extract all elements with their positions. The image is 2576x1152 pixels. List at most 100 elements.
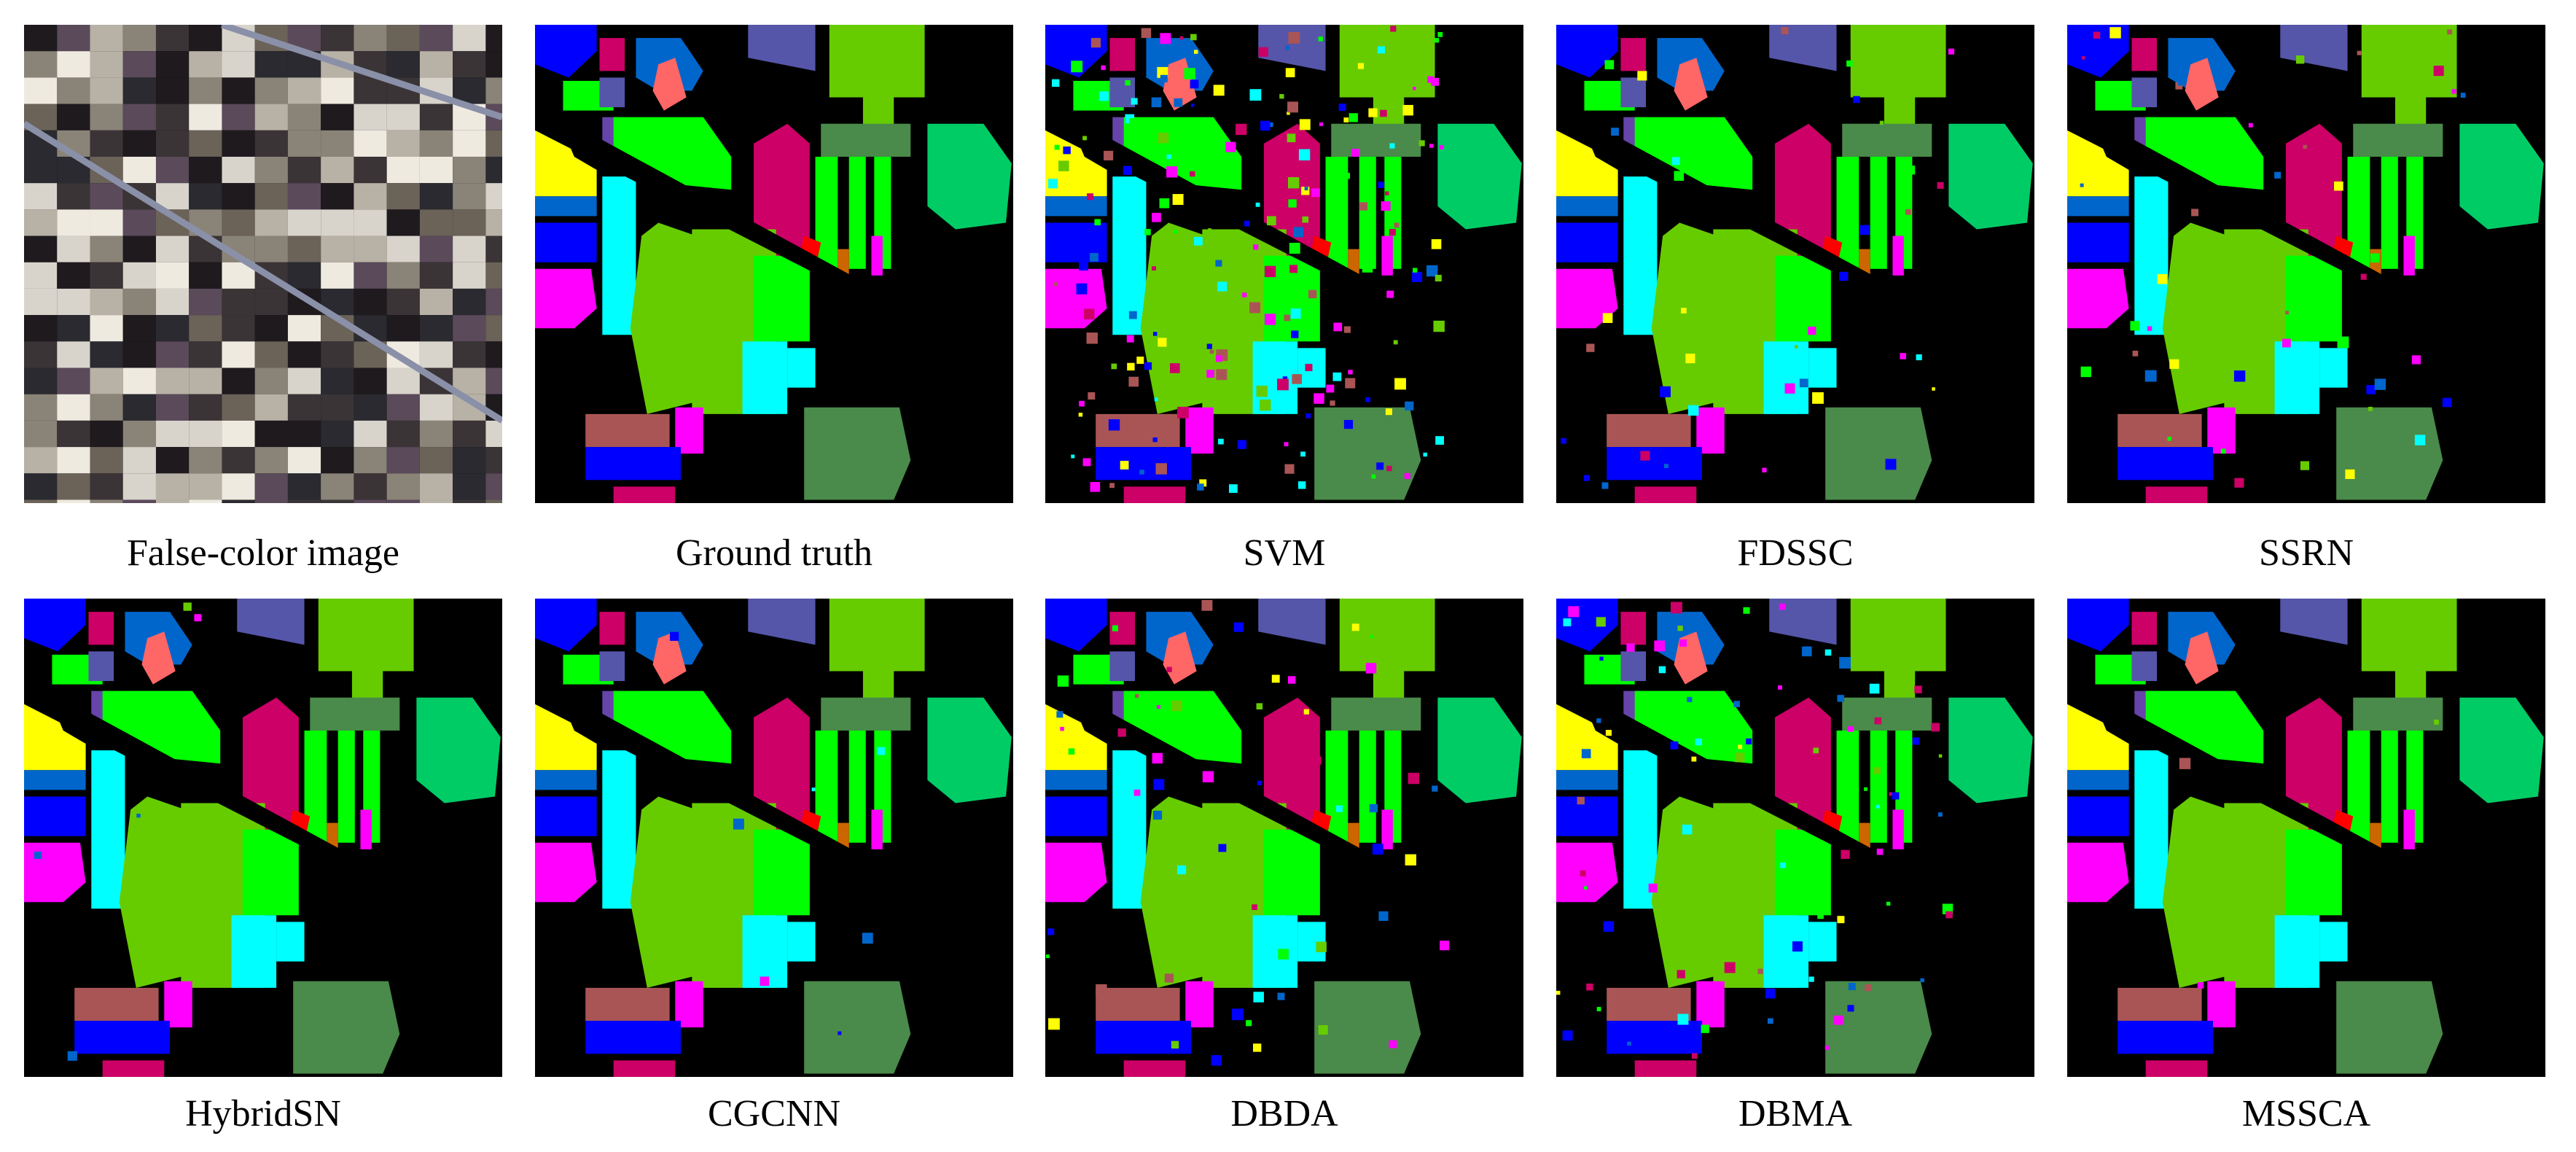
noise-pixel [1060, 726, 1064, 731]
field-sea-green [416, 697, 501, 803]
noise-pixel [1155, 463, 1167, 475]
image-patch [419, 130, 453, 157]
field-yellow-green [1373, 628, 1405, 701]
image-patch [419, 394, 453, 421]
dbma-caption: DBMA [1738, 1093, 1853, 1135]
noise-pixel [1426, 610, 1434, 618]
noise-pixel [1779, 603, 1786, 610]
image-patch [485, 236, 502, 262]
noise-pixel [1371, 474, 1376, 479]
noise-pixel [1308, 289, 1317, 299]
field-orange [1348, 249, 1359, 276]
image-patch [90, 447, 123, 474]
noise-pixel [2274, 171, 2282, 179]
image-patch [189, 315, 222, 342]
field-cyan [1808, 922, 1837, 962]
image-patch [254, 473, 288, 500]
image-patch [90, 104, 123, 131]
noise-pixel [1365, 663, 1377, 674]
image-patch [321, 394, 354, 421]
noise-pixel [1151, 97, 1162, 108]
image-patch [155, 341, 190, 368]
ssrn-caption: SSRN [2258, 532, 2354, 574]
noise-pixel [1194, 50, 1198, 54]
noise-pixel [1120, 461, 1129, 470]
noise-pixel [1164, 973, 1174, 983]
image-patch [122, 341, 156, 368]
noise-pixel [2179, 758, 2191, 769]
svm-map-panel [1045, 25, 1523, 503]
noise-pixel [1603, 921, 1615, 932]
image-patch [419, 447, 453, 474]
image-patch [57, 473, 90, 500]
image-patch [122, 420, 156, 448]
image-patch [57, 209, 90, 236]
noise-pixel [1343, 326, 1351, 333]
noise-pixel [2169, 359, 2179, 369]
noise-pixel [2414, 435, 2426, 445]
noise-pixel [1889, 792, 1893, 796]
noise-pixel [2233, 370, 2246, 382]
field-crimson [613, 486, 676, 503]
field-yellow-green [2394, 54, 2427, 128]
image-patch [321, 25, 354, 52]
noise-pixel [1305, 364, 1313, 372]
field-fern-green [310, 697, 400, 731]
image-patch [321, 236, 354, 262]
field-slate-blue [1258, 25, 1326, 71]
image-patch [419, 25, 453, 52]
noise-pixel [1305, 413, 1311, 419]
field-crimson [1634, 1060, 1697, 1077]
noise-pixel [1865, 984, 1872, 992]
noise-pixel [1217, 281, 1227, 292]
image-patch [24, 77, 58, 104]
field-salmon [652, 58, 687, 111]
image-patch [419, 341, 453, 368]
noise-pixel [1596, 718, 1601, 723]
field-lime [2381, 730, 2398, 843]
noise-pixel [2191, 209, 2199, 217]
noise-pixel [1879, 120, 1884, 125]
ssrn-map-panel [2067, 25, 2545, 503]
noise-pixel [1596, 617, 1606, 627]
road-strip [24, 684, 341, 863]
noise-pixel [1174, 389, 1181, 395]
field-crimson [102, 1060, 165, 1077]
field-blue [2067, 599, 2129, 652]
noise-pixel [1052, 79, 1060, 87]
noise-pixel [1104, 150, 1114, 160]
noise-pixel [1433, 320, 1445, 332]
field-blue [535, 796, 597, 836]
image-patch [287, 183, 321, 210]
noise-pixel [1176, 406, 1189, 419]
noise-pixel [1172, 194, 1184, 206]
noise-pixel [1601, 482, 1609, 489]
image-patch [419, 104, 453, 131]
field-yellow-green [2394, 628, 2427, 701]
field-yellow-green [1884, 628, 1916, 701]
image-patch [155, 499, 190, 503]
image-patch [90, 183, 123, 210]
noise-pixel [1068, 748, 1075, 755]
noise-pixel [1300, 451, 1305, 457]
noise-pixel [1812, 392, 1824, 404]
image-patch [254, 447, 288, 474]
noise-pixel [1249, 302, 1260, 314]
noise-pixel [1319, 122, 1323, 126]
image-patch [222, 394, 255, 421]
noise-pixel [1285, 68, 1295, 77]
noise-pixel [1126, 335, 1134, 343]
noise-pixel [2360, 273, 2367, 280]
image-patch [321, 262, 354, 289]
noise-pixel [2357, 50, 2362, 55]
image-patch [155, 420, 190, 448]
field-magenta [1185, 981, 1214, 1028]
noise-pixel [1605, 730, 1612, 736]
noise-pixel [1242, 292, 1247, 297]
noise-pixel [2248, 122, 2253, 128]
image-patch [222, 473, 255, 500]
noise-pixel [1674, 171, 1685, 181]
noise-pixel [1190, 171, 1195, 177]
field-yellow [1556, 130, 1618, 197]
field-blue [1607, 447, 1702, 480]
